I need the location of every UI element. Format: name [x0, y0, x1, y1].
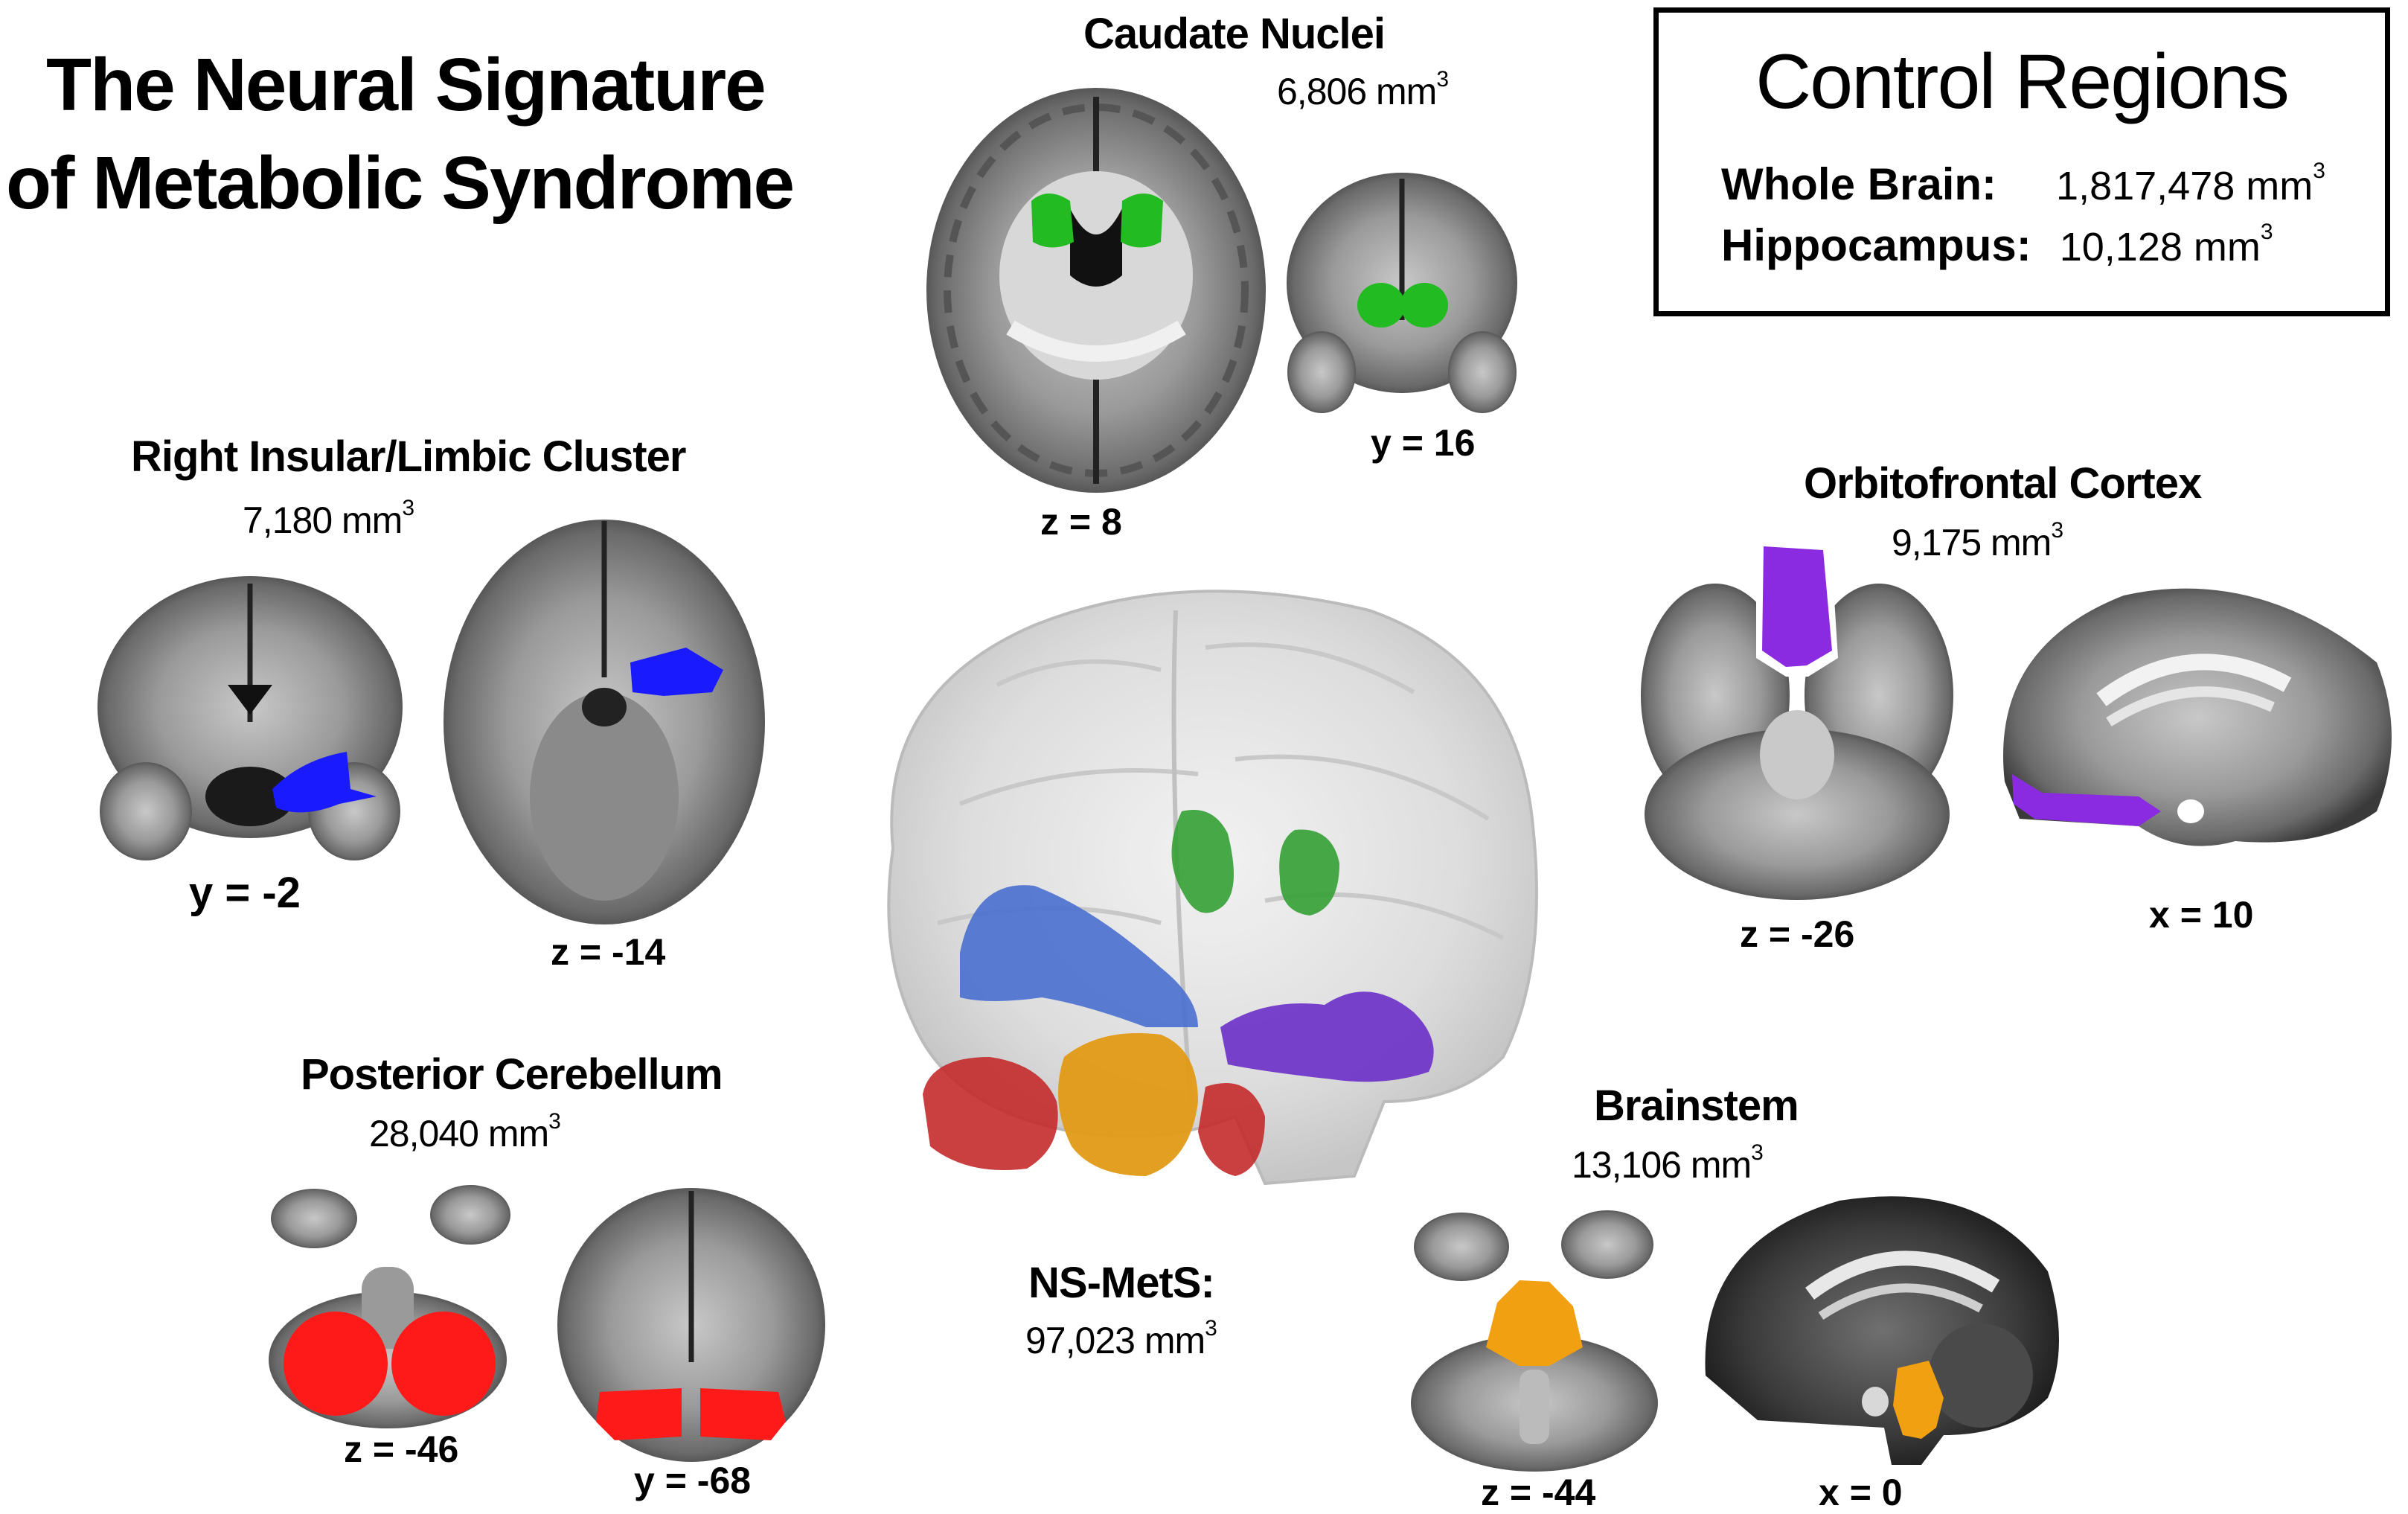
caudate-axial-slice: [926, 88, 1266, 493]
glass-insular-region: [960, 885, 1198, 1027]
whole-brain-label: Whole Brain:: [1721, 159, 1996, 209]
insular-coronal-coord: y = -2: [189, 869, 301, 917]
cerebellum-axial-slice: [269, 1185, 510, 1428]
orbitofrontal-volume: 9,175 mm3: [1892, 518, 2063, 563]
insular-coronal-region: [272, 752, 377, 813]
glass-caudate-left: [1171, 810, 1234, 913]
orbitofrontal-axial-slice: [1641, 539, 1953, 900]
orbitofrontal-sagittal-region: [2012, 774, 2161, 826]
cerebellum-coronal-right: [700, 1388, 786, 1440]
brainstem-sagittal-region: [1893, 1361, 1944, 1439]
cerebellum-axial-right: [391, 1312, 496, 1416]
nsmets-volume: 97,023 mm3: [1025, 1316, 1217, 1361]
orbitofrontal-title: Orbitofrontal Cortex: [1804, 459, 2202, 508]
brainstem-axial-region: [1486, 1280, 1583, 1366]
brainstem-axial-coord: z = -44: [1481, 1472, 1596, 1513]
orbitofrontal-sagittal-coord: x = 10: [2149, 894, 2254, 936]
hippocampus-row: Hippocampus: 10,128 mm3: [1721, 220, 2273, 270]
cerebellum-title: Posterior Cerebellum: [301, 1050, 723, 1099]
brainstem-title: Brainstem: [1594, 1082, 1799, 1130]
figure-title: The Neural Signature of Metabolic Syndro…: [6, 36, 795, 232]
brainstem-axial-slice: [1411, 1210, 1658, 1472]
caudate-region-left: [1031, 194, 1074, 248]
orbitofrontal-sagittal-slice: [2003, 588, 2392, 846]
caudate-volume: 6,806 mm3: [1277, 67, 1449, 112]
insular-axial-region: [630, 648, 723, 696]
glass-caudate-right: [1279, 829, 1339, 916]
orbitofrontal-axial-coord: z = -26: [1740, 913, 1855, 955]
insular-volume: 7,180 mm3: [243, 496, 414, 541]
glass-brain-3d: [887, 590, 1538, 1186]
cerebellum-coronal-coord: y = -68: [634, 1460, 752, 1501]
control-regions-box: Control Regions Whole Brain: 1,817,478 m…: [1653, 7, 2390, 316]
hippocampus-value: 10,128 mm: [2059, 225, 2261, 269]
whole-brain-row: Whole Brain: 1,817,478 mm3: [1721, 159, 2325, 209]
insular-axial-slice: [444, 520, 765, 924]
cerebellum-axial-left: [284, 1312, 388, 1416]
glass-orbitofrontal-region: [1220, 991, 1434, 1082]
cerebellum-volume: 28,040 mm3: [369, 1109, 561, 1154]
cerebellum-coronal-left: [596, 1388, 682, 1440]
figure-title-line2: of Metabolic Syndrome: [6, 141, 795, 225]
brainstem-sagittal-slice: [1705, 1196, 2059, 1465]
insular-coronal-slice: [97, 576, 403, 860]
figure-title-line1: The Neural Signature: [46, 43, 766, 127]
cerebellum-axial-coord: z = -46: [344, 1428, 459, 1470]
glass-cerebellum-left: [923, 1057, 1058, 1170]
caudate-coronal-right: [1400, 283, 1448, 328]
glass-brainstem-region: [1058, 1033, 1198, 1176]
glass-cerebellum-right: [1198, 1083, 1265, 1176]
insular-title: Right Insular/Limbic Cluster: [131, 432, 686, 481]
caudate-title: Caudate Nuclei: [1083, 10, 1386, 58]
orbitofrontal-axial-region: [1762, 546, 1832, 667]
hippocampus-label: Hippocampus:: [1721, 220, 2031, 270]
control-regions-title: Control Regions: [1755, 39, 2290, 125]
nsmets-title: NS-MetS:: [1028, 1259, 1215, 1307]
caudate-coronal-coord: y = 16: [1371, 422, 1476, 464]
caudate-coronal-left: [1357, 283, 1405, 328]
caudate-axial-coord: z = 8: [1040, 501, 1122, 543]
brainstem-volume: 13,106 mm3: [1572, 1140, 1764, 1186]
whole-brain-value: 1,817,478 mm: [2056, 164, 2313, 208]
cerebellum-coronal-slice: [557, 1188, 825, 1462]
caudate-region-right: [1121, 194, 1163, 248]
brainstem-sagittal-coord: x = 0: [1819, 1472, 1903, 1513]
caudate-coronal-slice: [1287, 173, 1517, 413]
insular-axial-coord: z = -14: [551, 931, 666, 973]
